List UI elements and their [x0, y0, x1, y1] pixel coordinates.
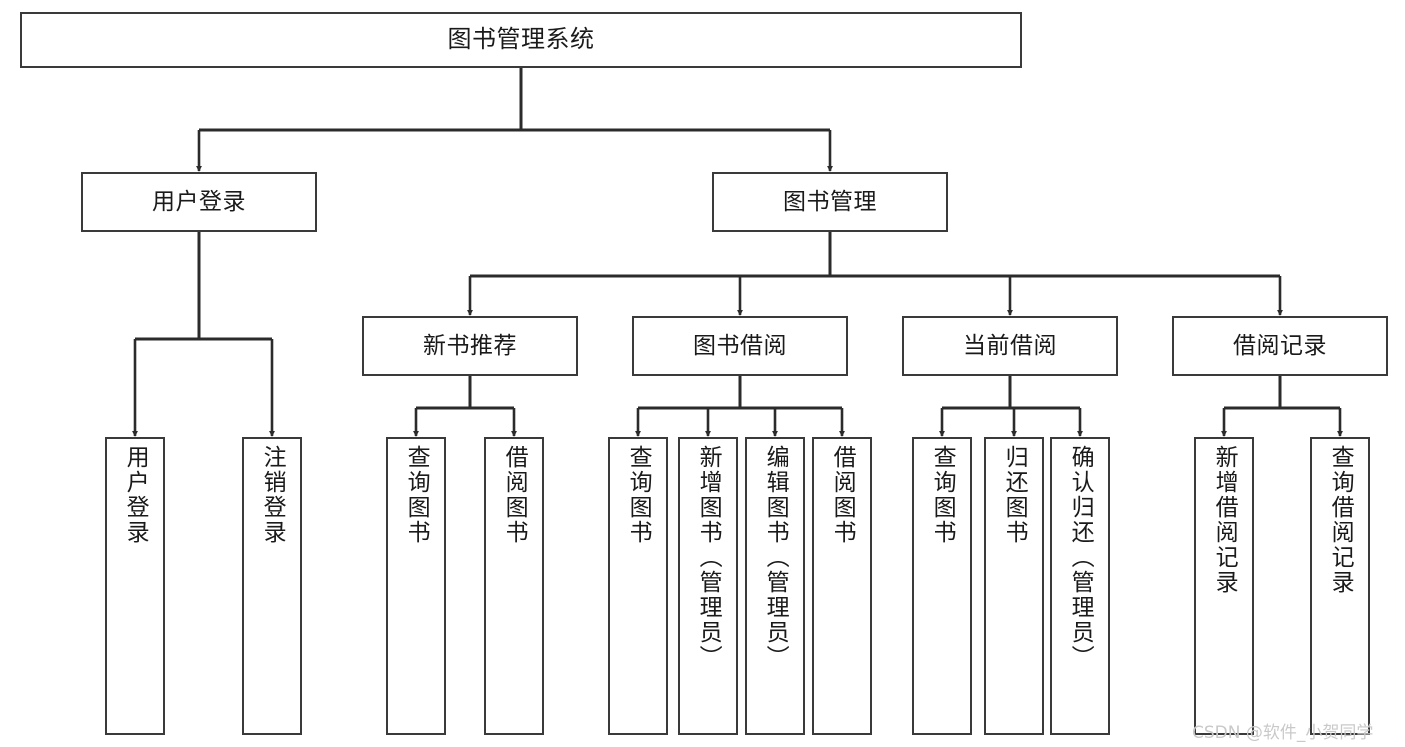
node-nb-borrow[interactable]: 借阅图书 — [484, 437, 544, 735]
node-cur-query[interactable]: 查询图书 — [912, 437, 972, 735]
node-label: 用户登录 — [152, 188, 246, 215]
node-label: 新增图书（管理员） — [695, 445, 722, 670]
node-label: 借阅图书 — [501, 445, 528, 545]
node-label: 编辑图书（管理员） — [762, 445, 789, 670]
node-label: 确认归还（管理员） — [1067, 445, 1094, 670]
node-label: 图书管理系统 — [447, 25, 595, 54]
node-bw-add[interactable]: 新增图书（管理员） — [678, 437, 738, 735]
node-login[interactable]: 用户登录 — [81, 172, 317, 232]
node-label: 借阅记录 — [1233, 332, 1327, 359]
node-label: 注销登录 — [259, 445, 286, 545]
watermark-text: CSDN @软件_小贺同学 — [1192, 723, 1374, 743]
node-rec-add[interactable]: 新增借阅记录 — [1194, 437, 1254, 735]
node-login-out[interactable]: 注销登录 — [242, 437, 302, 735]
node-newbook[interactable]: 新书推荐 — [362, 316, 578, 376]
node-label: 查询借阅记录 — [1327, 445, 1354, 595]
node-bw-borrow[interactable]: 借阅图书 — [812, 437, 872, 735]
node-label: 图书借阅 — [693, 332, 787, 359]
node-label: 借阅图书 — [829, 445, 856, 545]
node-label: 查询图书 — [929, 445, 956, 545]
node-label: 新增借阅记录 — [1211, 445, 1238, 595]
node-borrow[interactable]: 图书借阅 — [632, 316, 848, 376]
node-rec-query[interactable]: 查询借阅记录 — [1310, 437, 1370, 735]
node-label: 归还图书 — [1001, 445, 1028, 545]
node-label: 查询图书 — [403, 445, 430, 545]
node-label: 用户登录 — [122, 445, 149, 545]
node-bw-edit[interactable]: 编辑图书（管理员） — [745, 437, 805, 735]
node-current[interactable]: 当前借阅 — [902, 316, 1118, 376]
node-label: 新书推荐 — [423, 332, 517, 359]
node-label: 当前借阅 — [963, 332, 1057, 359]
node-cur-return[interactable]: 归还图书 — [984, 437, 1044, 735]
node-bookmgmt[interactable]: 图书管理 — [712, 172, 948, 232]
node-records[interactable]: 借阅记录 — [1172, 316, 1388, 376]
node-label: 图书管理 — [783, 188, 877, 215]
node-root[interactable]: 图书管理系统 — [20, 12, 1022, 68]
node-login-in[interactable]: 用户登录 — [105, 437, 165, 735]
node-nb-query[interactable]: 查询图书 — [386, 437, 446, 735]
node-bw-query[interactable]: 查询图书 — [608, 437, 668, 735]
node-cur-confirm[interactable]: 确认归还（管理员） — [1050, 437, 1110, 735]
node-label: 查询图书 — [625, 445, 652, 545]
